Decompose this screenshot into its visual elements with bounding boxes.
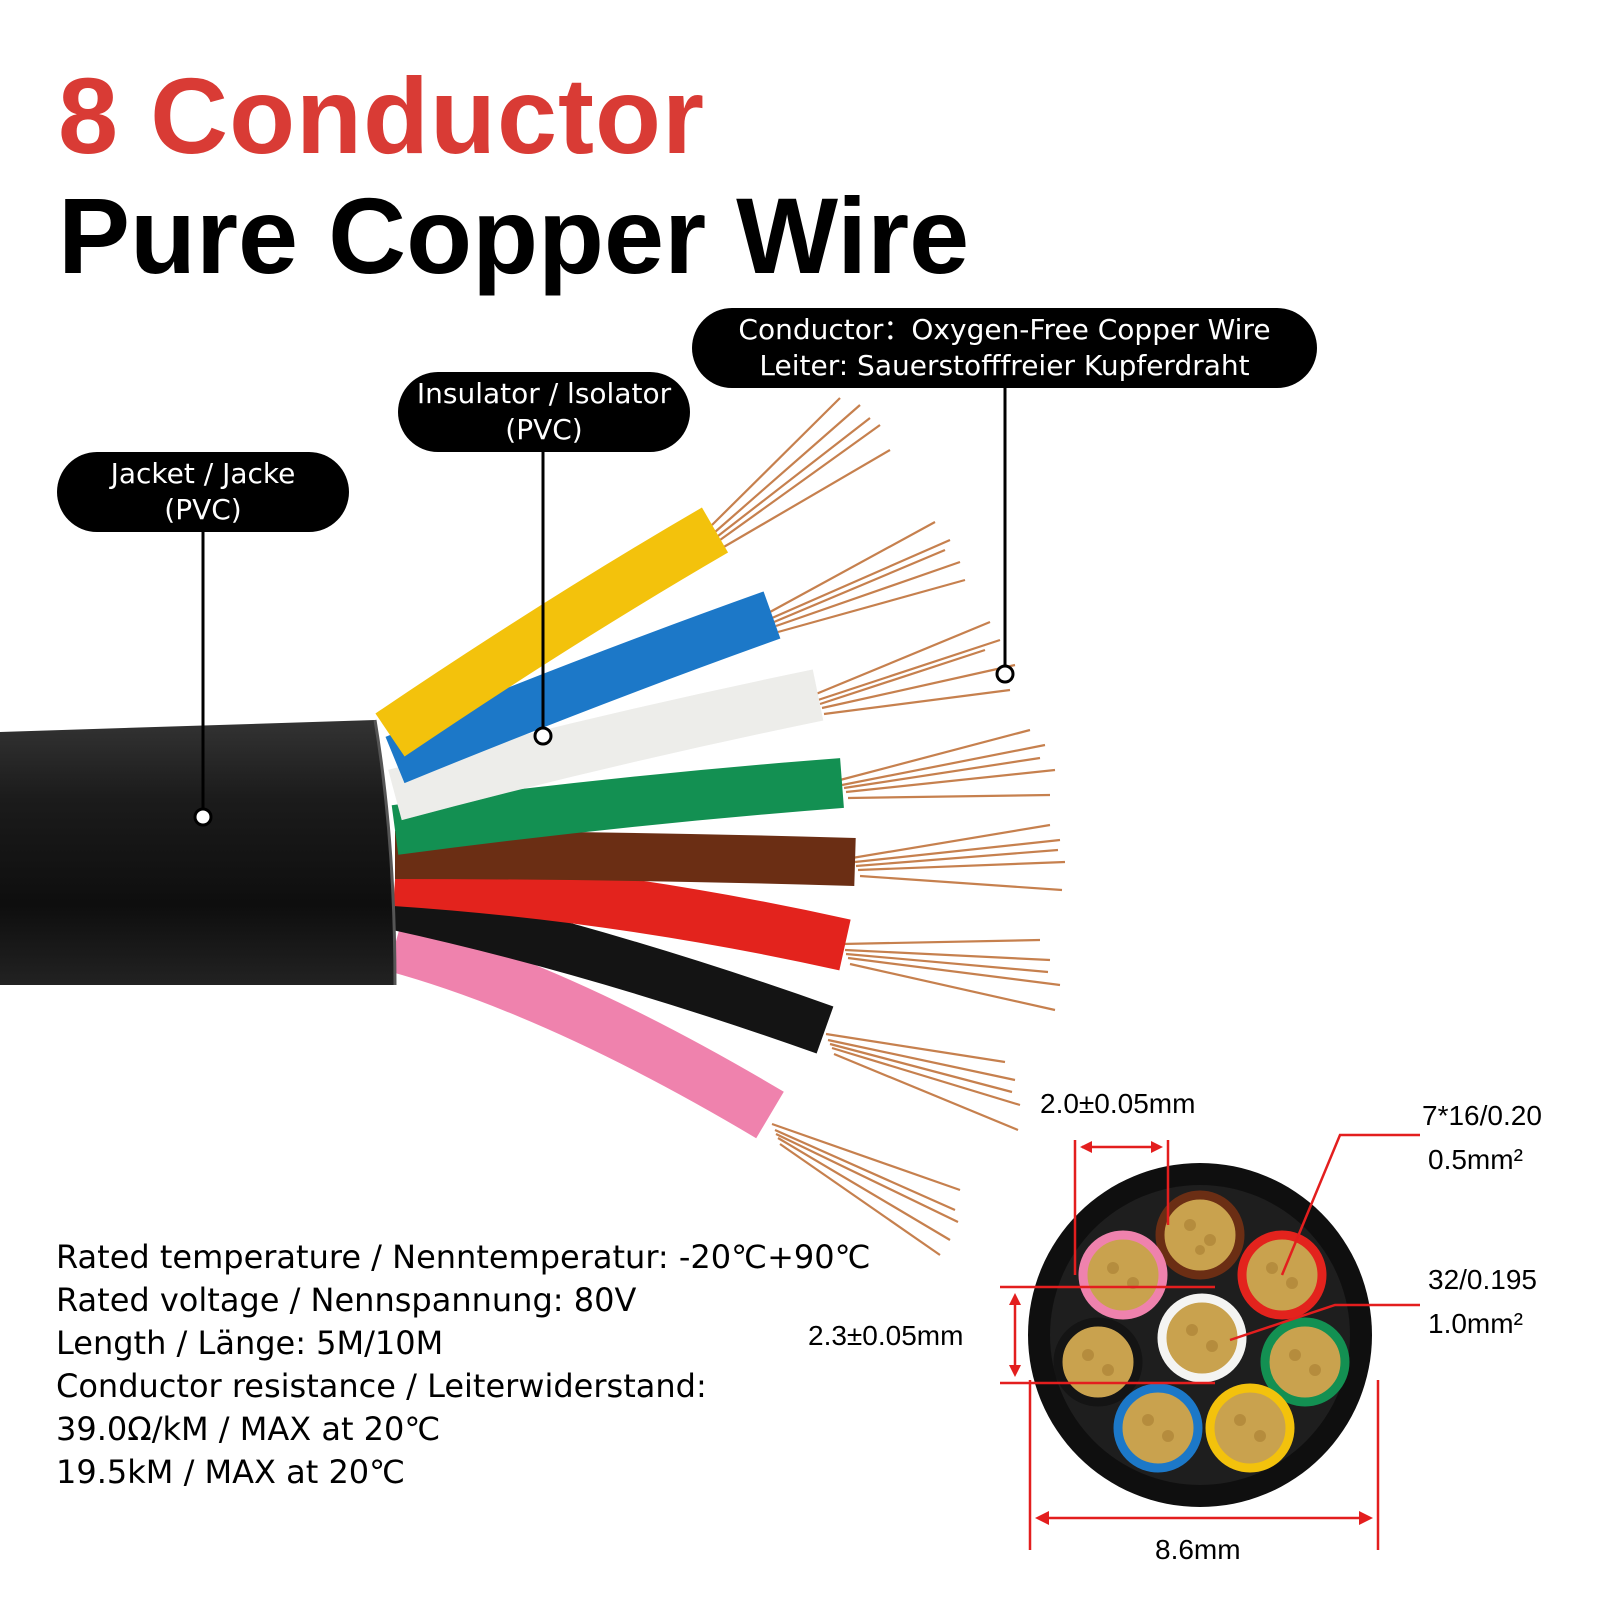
insulator-callout: Insulator / lsolator (PVC) <box>398 372 690 452</box>
cross-section-diagram <box>1000 1133 1420 1550</box>
dim-small-core-area: 0.5mm² <box>1428 1144 1523 1175</box>
strand-green <box>839 728 1056 800</box>
jacket-callout: Jacket / Jacke (PVC) <box>57 452 349 532</box>
strand-blue <box>769 521 966 634</box>
jacket-callout-line-2: (PVC) <box>164 493 242 526</box>
dim-core-diameter: 2.3±0.05mm <box>808 1320 964 1351</box>
wire-yellow <box>375 507 729 757</box>
spec-list: Rated temperature / Nenntemperatur: -20℃… <box>56 1236 871 1494</box>
dim-outer-diameter: 8.6mm <box>1155 1534 1241 1565</box>
insulator-pointer-dot <box>533 726 553 746</box>
insulated-wires <box>375 507 856 1139</box>
core-pink <box>1078 1230 1168 1320</box>
copper-strands <box>711 397 1066 1256</box>
strand-brown <box>851 823 1066 892</box>
cross-section-cores <box>1053 1190 1350 1473</box>
dimension-lines <box>1000 1133 1420 1550</box>
core-brown <box>1155 1190 1245 1280</box>
core-black <box>1053 1317 1143 1407</box>
leader-lines <box>193 388 1015 827</box>
wire-white-edge <box>388 669 824 821</box>
wire-pink <box>387 918 784 1139</box>
wire-red <box>393 854 851 971</box>
spec-rated-temperature: Rated temperature / Nenntemperatur: -20℃… <box>56 1238 871 1276</box>
dim-small-core-strand: 7*16/0.20 <box>1422 1100 1542 1131</box>
dim-insulation-thickness: 2.0±0.05mm <box>1040 1088 1196 1119</box>
title-line-1: 8 Conductor <box>58 55 705 176</box>
spec-rated-voltage: Rated voltage / Nennspannung: 80V <box>56 1281 637 1319</box>
strand-white <box>815 620 1016 716</box>
wire-green <box>391 758 844 855</box>
conductor-callout-line-1: Conductor：Oxygen-Free Copper Wire <box>738 313 1271 346</box>
spec-length: Length / Länge: 5M/10M <box>56 1324 444 1362</box>
insulator-callout-line-1: Insulator / lsolator <box>416 377 672 410</box>
jacket-callout-line-1: Jacket / Jacke <box>110 457 296 490</box>
cable-jacket <box>0 719 397 986</box>
wire-white <box>388 669 824 821</box>
title-line-2: Pure Copper Wire <box>58 175 970 296</box>
conductor-callout: Conductor：Oxygen-Free Copper Wire Leiter… <box>692 308 1317 388</box>
dimension-arrowheads <box>1009 1141 1373 1525</box>
core-white <box>1157 1293 1247 1383</box>
wire-brown <box>394 831 856 886</box>
dim-center-core-area: 1.0mm² <box>1428 1308 1523 1339</box>
conductor-callout-line-2: Leiter: Sauerstofffreier Kupferdraht <box>759 349 1250 382</box>
strand-yellow <box>711 397 891 549</box>
core-green <box>1260 1317 1350 1407</box>
wire-black <box>389 880 834 1054</box>
conductor-pointer-dot <box>995 664 1015 684</box>
spec-conductor-resistance: Conductor resistance / Leiterwiderstand: <box>56 1367 707 1405</box>
wire-blue <box>385 591 781 784</box>
strand-pink <box>771 1122 961 1256</box>
dim-center-core-strand: 32/0.195 <box>1428 1264 1537 1295</box>
strand-red <box>841 938 1061 1012</box>
strand-black <box>825 1032 1021 1132</box>
core-blue <box>1113 1383 1203 1473</box>
core-yellow <box>1205 1383 1295 1473</box>
core-strand-texture <box>1082 1219 1321 1442</box>
insulator-callout-line-2: (PVC) <box>505 413 583 446</box>
spec-resistance-value-2: 19.5kM / MAX at 20℃ <box>56 1453 406 1491</box>
spec-resistance-value-1: 39.0Ω/kM / MAX at 20℃ <box>56 1410 441 1448</box>
jacket-pointer-dot <box>193 807 213 827</box>
